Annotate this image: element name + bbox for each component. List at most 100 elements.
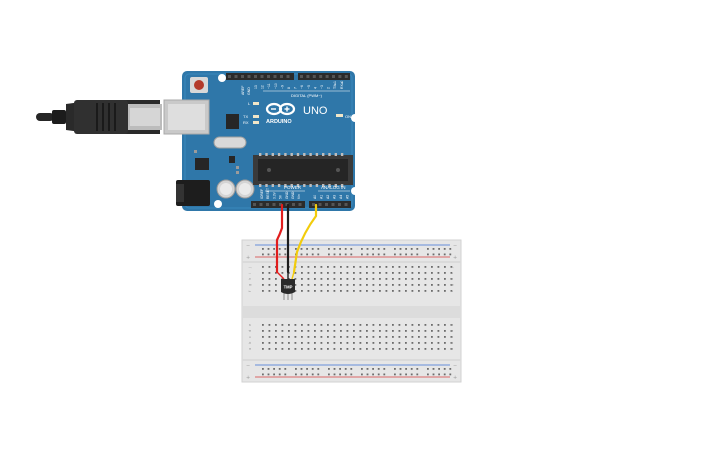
breadboard-hole[interactable] bbox=[301, 330, 303, 332]
breadboard-hole[interactable] bbox=[385, 278, 388, 280]
breadboard-hole[interactable] bbox=[377, 368, 380, 370]
breadboard-hole[interactable] bbox=[320, 342, 323, 344]
breadboard-hole[interactable] bbox=[353, 342, 355, 344]
breadboard-hole[interactable] bbox=[431, 330, 433, 332]
breadboard-hole[interactable] bbox=[300, 253, 303, 256]
breadboard-hole[interactable] bbox=[346, 290, 349, 292]
breadboard-hole[interactable] bbox=[275, 284, 277, 286]
breadboard-hole[interactable] bbox=[411, 342, 414, 344]
breadboard-hole[interactable] bbox=[366, 330, 368, 332]
breadboard-hole[interactable] bbox=[333, 368, 336, 370]
breadboard-hole[interactable] bbox=[359, 324, 362, 326]
breadboard-hole[interactable] bbox=[444, 266, 446, 268]
breadboard-hole[interactable] bbox=[295, 248, 297, 250]
breadboard-hole[interactable] bbox=[350, 253, 353, 256]
breadboard-hole[interactable] bbox=[268, 342, 271, 344]
breadboard-hole[interactable] bbox=[327, 342, 329, 344]
breadboard-hole[interactable] bbox=[288, 324, 290, 326]
breadboard-hole[interactable] bbox=[278, 368, 281, 370]
breadboard-hole[interactable] bbox=[359, 272, 362, 274]
breadboard-hole[interactable] bbox=[411, 278, 414, 280]
breadboard-hole[interactable] bbox=[449, 253, 452, 256]
breadboard-hole[interactable] bbox=[379, 266, 381, 268]
breadboard-hole[interactable] bbox=[450, 290, 453, 292]
breadboard-hole[interactable] bbox=[340, 284, 342, 286]
breadboard-hole[interactable] bbox=[327, 290, 329, 292]
breadboard-hole[interactable] bbox=[340, 272, 342, 274]
breadboard-hole[interactable] bbox=[372, 248, 374, 250]
breadboard-hole[interactable] bbox=[333, 373, 336, 376]
breadboard-hole[interactable] bbox=[311, 253, 314, 256]
breadboard-hole[interactable] bbox=[284, 253, 287, 256]
breadboard-hole[interactable] bbox=[281, 324, 284, 326]
breadboard-hole[interactable] bbox=[379, 284, 381, 286]
power-header[interactable] bbox=[251, 201, 305, 208]
header-pin[interactable] bbox=[247, 75, 251, 78]
breadboard-hole[interactable] bbox=[450, 278, 453, 280]
breadboard-hole[interactable] bbox=[314, 272, 316, 274]
breadboard-hole[interactable] bbox=[379, 272, 381, 274]
breadboard-hole[interactable] bbox=[450, 272, 453, 274]
breadboard-hole[interactable] bbox=[278, 373, 281, 376]
breadboard-hole[interactable] bbox=[405, 368, 407, 370]
breadboard-hole[interactable] bbox=[431, 284, 433, 286]
breadboard-hole[interactable] bbox=[333, 284, 336, 286]
breadboard-hole[interactable] bbox=[294, 348, 297, 350]
breadboard-hole[interactable] bbox=[383, 248, 386, 250]
breadboard-hole[interactable] bbox=[418, 290, 420, 292]
breadboard-hole[interactable] bbox=[398, 272, 401, 274]
breadboard-hole[interactable] bbox=[443, 253, 446, 256]
breadboard-hole[interactable] bbox=[301, 266, 303, 268]
breadboard-hole[interactable] bbox=[340, 342, 342, 344]
breadboard-hole[interactable] bbox=[444, 336, 446, 338]
breadboard-hole[interactable] bbox=[340, 266, 342, 268]
breadboard-hole[interactable] bbox=[328, 373, 330, 376]
5v-wire[interactable] bbox=[275, 203, 284, 274]
breadboard-hole[interactable] bbox=[411, 290, 414, 292]
breadboard-hole[interactable] bbox=[320, 336, 323, 338]
breadboard-hole[interactable] bbox=[379, 342, 381, 344]
breadboard-hole[interactable] bbox=[385, 324, 388, 326]
breadboard-hole[interactable] bbox=[350, 248, 353, 250]
breadboard-hole[interactable] bbox=[385, 272, 388, 274]
header-pin[interactable] bbox=[325, 203, 328, 206]
breadboard-hole[interactable] bbox=[379, 324, 381, 326]
breadboard-hole[interactable] bbox=[379, 330, 381, 332]
breadboard-hole[interactable] bbox=[314, 348, 316, 350]
header-pin[interactable] bbox=[280, 75, 283, 78]
breadboard-hole[interactable] bbox=[262, 373, 264, 376]
breadboard-hole[interactable] bbox=[268, 266, 271, 268]
header-pin[interactable] bbox=[344, 203, 348, 206]
breadboard-hole[interactable] bbox=[431, 278, 433, 280]
breadboard-hole[interactable] bbox=[267, 248, 270, 250]
breadboard-hole[interactable] bbox=[328, 368, 330, 370]
breadboard-hole[interactable] bbox=[394, 253, 396, 256]
breadboard-hole[interactable] bbox=[437, 342, 440, 344]
breadboard-hole[interactable] bbox=[281, 278, 284, 280]
breadboard-hole[interactable] bbox=[275, 272, 277, 274]
breadboard-hole[interactable] bbox=[410, 368, 413, 370]
breadboard-hole[interactable] bbox=[320, 272, 323, 274]
breadboard-hole[interactable] bbox=[450, 284, 453, 286]
breadboard-hole[interactable] bbox=[339, 368, 341, 370]
breadboard-hole[interactable] bbox=[327, 284, 329, 286]
breadboard-hole[interactable] bbox=[344, 373, 347, 376]
breadboard-hole[interactable] bbox=[424, 330, 427, 332]
breadboard-hole[interactable] bbox=[424, 348, 427, 350]
breadboard-hole[interactable] bbox=[359, 284, 362, 286]
breadboard-hole[interactable] bbox=[437, 272, 440, 274]
breadboard-hole[interactable] bbox=[294, 342, 297, 344]
header-pin[interactable] bbox=[318, 203, 322, 206]
breadboard-hole[interactable] bbox=[379, 290, 381, 292]
breadboard-hole[interactable] bbox=[340, 348, 342, 350]
breadboard-hole[interactable] bbox=[372, 368, 374, 370]
breadboard-hole[interactable] bbox=[392, 330, 394, 332]
breadboard-hole[interactable] bbox=[301, 336, 303, 338]
breadboard-hole[interactable] bbox=[262, 368, 264, 370]
breadboard-hole[interactable] bbox=[432, 368, 435, 370]
breadboard-hole[interactable] bbox=[327, 278, 329, 280]
breadboard-hole[interactable] bbox=[383, 253, 386, 256]
breadboard-hole[interactable] bbox=[346, 336, 349, 338]
breadboard-hole[interactable] bbox=[405, 290, 407, 292]
breadboard-hole[interactable] bbox=[372, 336, 375, 338]
